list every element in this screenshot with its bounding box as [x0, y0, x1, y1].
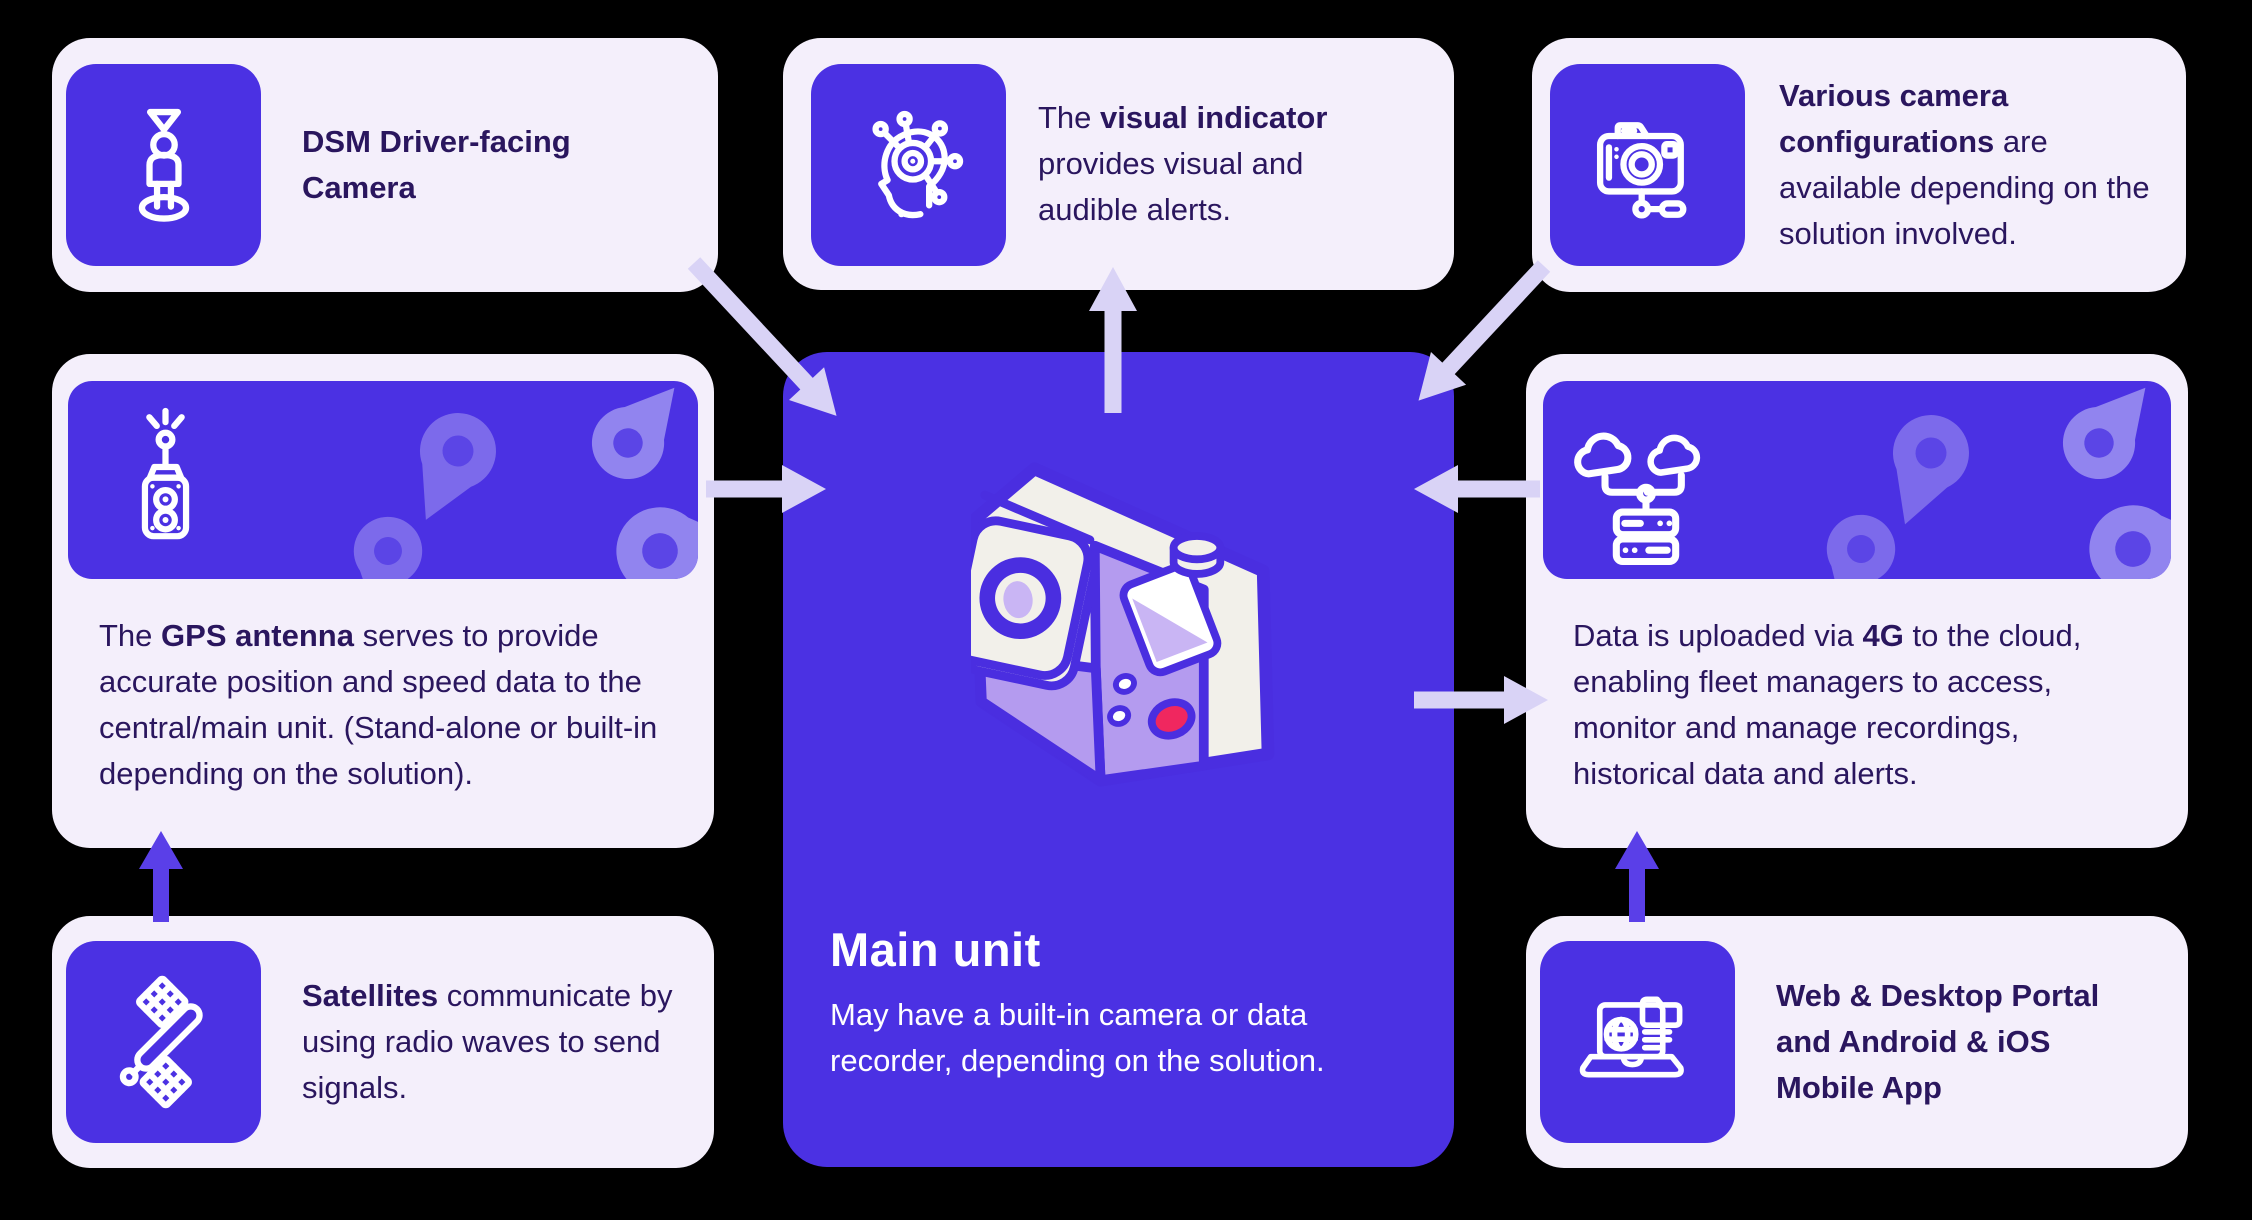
card-4g-cloud: Data is uploaded via 4G to the cloud, en…	[1526, 354, 2188, 848]
dsm-icon-tile	[66, 64, 261, 266]
portal-icon-tile	[1540, 941, 1735, 1143]
map-pins-decoration	[353, 387, 698, 579]
main-unit-description: May have a built-in camera or data recor…	[830, 997, 1325, 1078]
camera-icon	[1596, 122, 1686, 219]
satellites-card-text: Satellites communicate by using radio wa…	[302, 978, 673, 1105]
person-pin-icon	[138, 108, 189, 222]
portal-card-text: Web & Desktop Portal and Android & iOS M…	[1776, 978, 2100, 1105]
map-pins-decoration	[1826, 387, 2171, 579]
main-unit-camera-illustration	[971, 462, 1275, 787]
card-camera-configurations: Various camera configurations are availa…	[1532, 38, 2186, 292]
gps-card-text: The GPS antenna serves to provide accura…	[99, 618, 658, 791]
cloud-card-text: Data is uploaded via 4G to the cloud, en…	[1573, 618, 2082, 791]
gps-antenna-icon	[141, 407, 190, 540]
card-portal: Web & Desktop Portal and Android & iOS M…	[1526, 916, 2188, 1168]
card-satellites: Satellites communicate by using radio wa…	[52, 916, 714, 1168]
satellite-icon	[119, 975, 203, 1109]
camera-configurations-card-text: Various camera configurations are availa…	[1779, 78, 2150, 251]
cloud-server-icon	[1574, 432, 1701, 566]
card-visual-indicator: The visual indicator provides visual and…	[783, 38, 1454, 290]
visual-indicator-card-text: The visual indicator provides visual and…	[1038, 100, 1328, 227]
visual-indicator-icon-tile	[811, 64, 1006, 266]
card-gps-antenna: The GPS antenna serves to provide accura…	[52, 354, 714, 848]
card-main-unit: Main unit May have a built-in camera or …	[783, 352, 1454, 1167]
dsm-card-text: DSM Driver-facing Camera	[302, 124, 571, 205]
camera-configurations-icon-tile	[1550, 64, 1745, 266]
satellites-icon-tile	[66, 941, 261, 1143]
laptop-portal-icon	[1579, 996, 1684, 1078]
gps-banner	[68, 381, 698, 579]
card-dsm-camera: DSM Driver-facing Camera	[52, 38, 718, 292]
ai-head-icon	[871, 110, 963, 219]
main-unit-title: Main unit	[830, 923, 1041, 976]
cloud-banner	[1543, 381, 2171, 579]
